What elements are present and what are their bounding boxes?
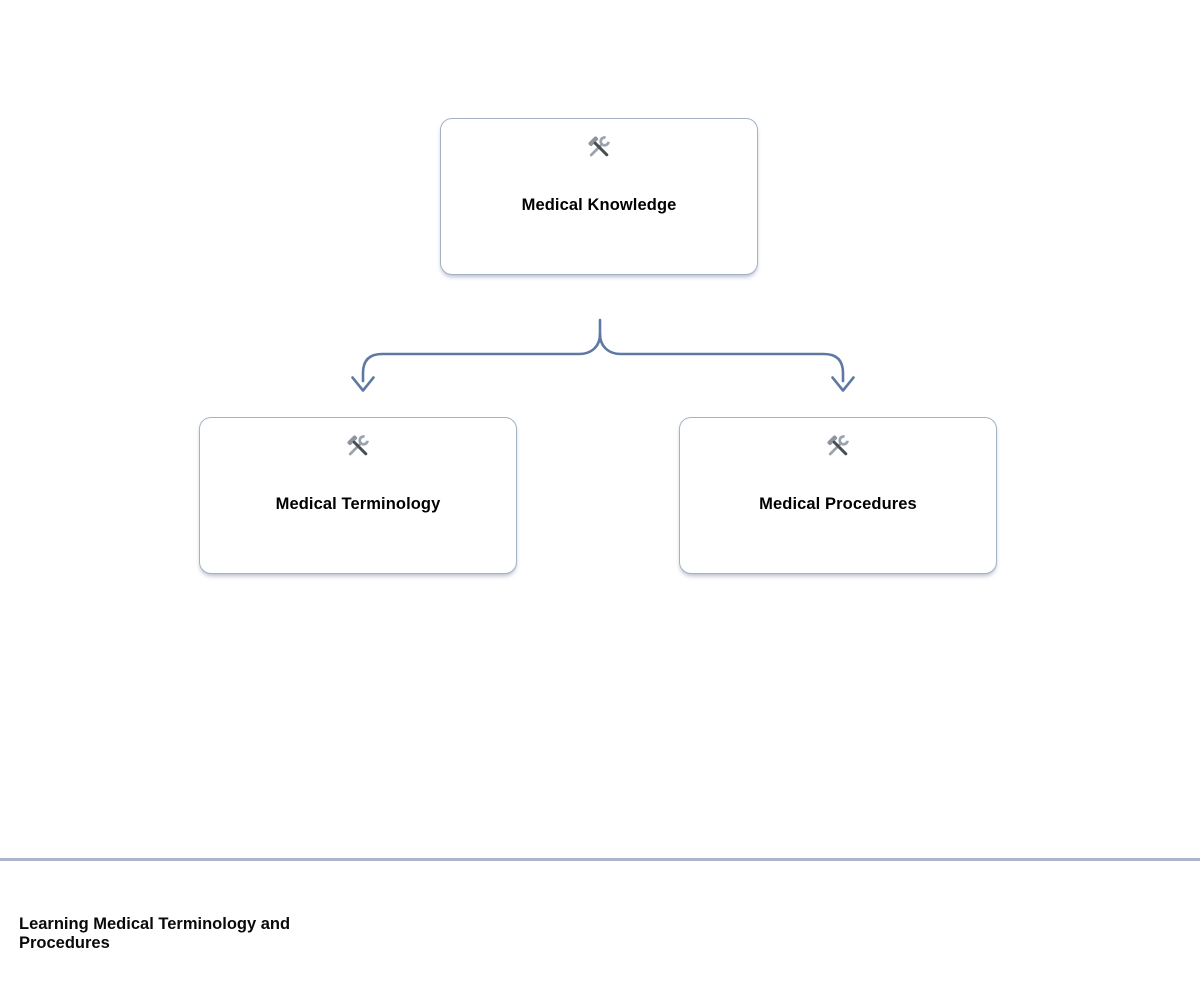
arrowhead-right	[831, 376, 855, 392]
diagram-caption: Learning Medical Terminology and Procedu…	[19, 915, 291, 952]
hammer-wrench-icon	[347, 435, 369, 456]
node-label: Medical Knowledge	[521, 196, 677, 214]
node-medical-terminology[interactable]: Medical Terminology	[199, 417, 517, 574]
node-label: Medical Terminology	[275, 495, 441, 513]
footer-divider	[0, 858, 1200, 861]
hammer-wrench-icon	[827, 435, 849, 456]
connector-branch-left	[361, 318, 602, 383]
arrowhead-left	[351, 376, 375, 392]
node-medical-knowledge[interactable]: Medical Knowledge	[440, 118, 758, 275]
node-label: Medical Procedures	[759, 495, 917, 513]
node-medical-procedures[interactable]: Medical Procedures	[679, 417, 997, 574]
connector-branch-right	[598, 332, 845, 383]
hammer-wrench-icon	[588, 136, 610, 157]
